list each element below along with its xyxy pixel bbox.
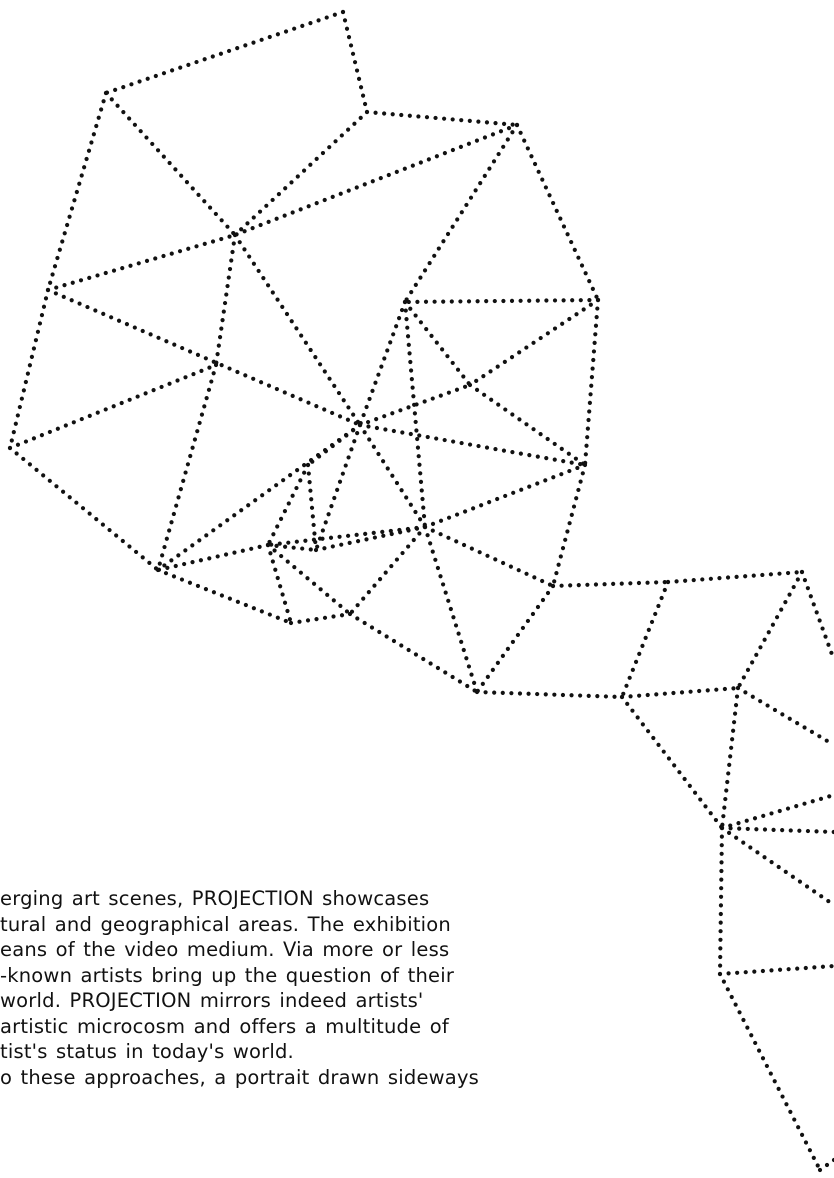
dotted-edge [360,425,425,527]
dotted-edge [405,300,598,302]
dotted-edge [268,527,425,545]
dotted-edge [405,125,517,302]
dotted-edge [553,582,668,586]
dotted-edge [425,527,477,692]
text-line: world. PROJECTION mirrors indeed artists… [0,988,720,1014]
dotted-edge [106,12,343,93]
dotted-edge [343,12,367,112]
dotted-edge [405,302,425,527]
text-line: eans of the video medium. Via more or le… [0,937,720,963]
dotted-edge [350,527,425,614]
dotted-edge [316,425,360,550]
exhibition-description: erging art scenes, PROJECTION showcases … [0,886,720,1090]
dotted-edge [720,966,834,974]
dotted-edge [268,545,350,614]
dotted-edge [738,572,802,688]
dotted-edge [622,582,668,697]
dotted-edge [235,112,367,235]
dotted-edge [477,586,553,692]
text-line: tural and geographical areas. The exhibi… [0,912,720,938]
dotted-edge [308,465,316,550]
dotted-edge [517,125,598,300]
dotted-edge [360,425,585,465]
dotted-edge [470,300,598,385]
dotted-edge [470,385,585,465]
dotted-edge [425,527,553,586]
dotted-edge [158,570,291,623]
dotted-edge [722,828,834,905]
dotted-edge [158,545,268,570]
dotted-edge [48,93,106,290]
dotted-edge [553,465,585,586]
text-line: erging art scenes, PROJECTION showcases [0,886,720,912]
dotted-edge [48,235,235,290]
text-line: artistic microcosm and offers a multitud… [0,1014,720,1040]
dotted-edge [367,112,517,125]
dotted-edge [405,302,470,385]
dotted-edge [720,974,820,1170]
dotted-edge [106,93,235,235]
text-line: o these approaches, a portrait drawn sid… [0,1065,720,1091]
dotted-edge [622,688,738,697]
dotted-edge [360,302,405,425]
dotted-edge [235,125,517,235]
dotted-edge [820,1160,834,1170]
dotted-edge [425,465,585,527]
dotted-edge [216,235,235,365]
dotted-edge [802,572,834,660]
dotted-edge [10,448,158,570]
text-line: tist's status in today's world. [0,1039,720,1065]
dotted-edge [622,697,722,828]
dotted-edge [235,235,360,425]
dotted-edge [360,385,470,425]
dotted-edge [720,828,722,974]
dotted-edge [10,290,48,448]
dotted-edge [585,300,598,465]
dotted-edge [158,365,216,570]
dotted-edge [738,688,834,745]
dotted-edge [10,365,216,448]
dotted-edge [722,795,834,828]
dotted-edge [477,692,622,697]
text-line: -known artists bring up the question of … [0,963,720,989]
dotted-edge [668,572,802,582]
dotted-edge [291,614,350,623]
dotted-edge [722,688,738,828]
dotted-edge [722,828,834,832]
dotted-edge [268,465,308,545]
